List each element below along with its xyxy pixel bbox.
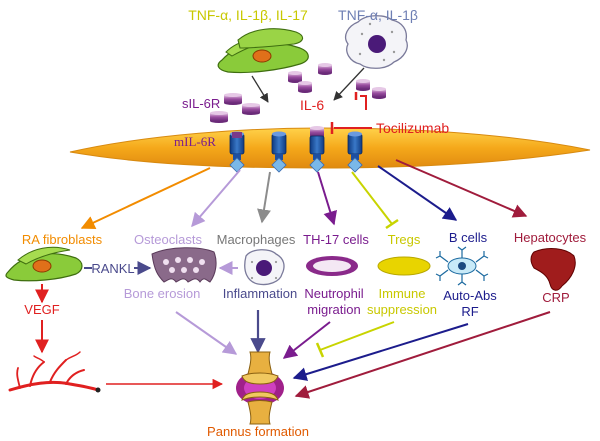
- pannus-formation-label: Pannus formation: [207, 424, 309, 439]
- suppression-label: suppression: [367, 302, 437, 317]
- il6-molecule-icon: [210, 63, 386, 123]
- cell-membrane: [69, 127, 591, 169]
- b-cell-icon: [435, 246, 489, 286]
- auto-abs-to-pannus-arrow: [292, 323, 469, 381]
- arrow-to-osteoclasts: [191, 169, 241, 228]
- fibroblast-cell-icon: [217, 28, 309, 74]
- arrow-to-hepatocytes: [395, 159, 528, 218]
- fibroblast-to-il6-arrow: [251, 75, 269, 103]
- rankl-label-bg: [92, 260, 134, 276]
- bone-erosion-label: Bone erosion: [124, 286, 201, 301]
- migration-label: migration: [307, 302, 360, 317]
- tocilizumab-inhibition: [330, 92, 372, 134]
- membrane-receptor-icon: [229, 126, 363, 173]
- neutrophil-to-pannus-arrow: [282, 321, 331, 359]
- mil6r-label: mIL-6R: [174, 134, 216, 149]
- top-left-cytokines-label: TNF-α, IL-1β, IL-17: [188, 7, 308, 23]
- arrow-to-th17: [317, 171, 337, 226]
- arrow-to-b-cells: [377, 165, 458, 221]
- macrophage-cell-icon: [244, 249, 285, 286]
- macrophage-cell-icon: [344, 15, 408, 69]
- inflammation-label: Inflammation: [223, 286, 297, 301]
- tregs-label: Tregs: [388, 232, 421, 247]
- immune-suppression-inhibit: [315, 321, 395, 358]
- th17-label: TH-17 cells: [303, 232, 369, 247]
- macrophage-to-il6-arrow: [333, 67, 365, 101]
- immune-label: Immune: [379, 286, 426, 301]
- tocilizumab-label: Tocilizumab: [376, 120, 449, 136]
- auto-abs-label: Auto-Abs: [443, 288, 497, 303]
- joint-icon: [236, 351, 284, 425]
- ra-fibroblasts-label: RA fibroblasts: [22, 232, 103, 247]
- liver-icon: [530, 248, 576, 291]
- hepatocytes-label: Hepatocytes: [514, 230, 587, 245]
- arrow-to-ra-fibroblasts: [80, 167, 211, 229]
- il6-label: IL-6: [300, 97, 324, 113]
- top-right-cytokines-label: TNF-α, IL-1β: [338, 7, 418, 23]
- b-cells-label: B cells: [449, 230, 488, 245]
- vessel-tip: [95, 387, 101, 393]
- neutrophil-label: Neutrophil: [304, 286, 363, 301]
- sil6r-label: sIL-6R: [182, 96, 220, 111]
- bone-erosion-to-pannus-arrow: [175, 311, 238, 355]
- arrow-to-macrophages: [257, 171, 271, 224]
- vegf-label: VEGF: [24, 302, 59, 317]
- fibroblast-cell-icon: [5, 246, 83, 282]
- treg-cell-icon: [377, 256, 431, 276]
- crp-label: CRP: [542, 290, 569, 305]
- crp-to-pannus-arrow: [294, 311, 551, 399]
- rf-label: RF: [461, 304, 478, 319]
- osteoclast-icon: [151, 247, 217, 283]
- macrophages-label: Macrophages: [217, 232, 296, 247]
- rankl-label: RANKL: [91, 261, 134, 276]
- blood-vessel-icon: [8, 351, 100, 392]
- inhibit-to-tregs: [351, 171, 399, 230]
- th17-cell-icon: [306, 256, 358, 276]
- osteoclasts-label: Osteoclasts: [134, 232, 202, 247]
